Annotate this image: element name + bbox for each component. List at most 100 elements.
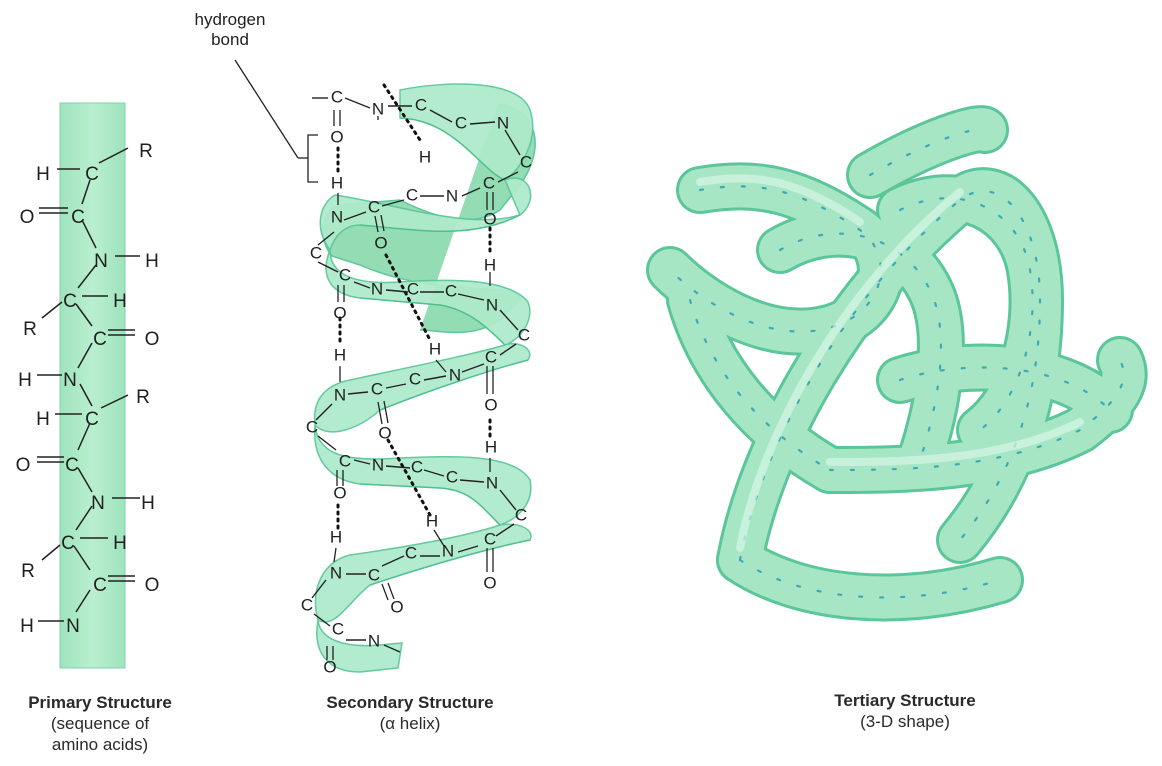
helix-atom: C	[411, 457, 423, 476]
helix-atom: C	[310, 243, 322, 262]
helix-atom: N	[497, 113, 509, 132]
helix-atom: C	[485, 347, 497, 366]
helix-atom: C	[415, 95, 427, 114]
helix-atom: N	[486, 473, 498, 492]
hydrogen-bond-label-line1: hydrogen	[195, 10, 266, 29]
primary-atom: C	[93, 329, 107, 350]
primary-atom: R	[139, 141, 153, 162]
helix-atom: N	[371, 279, 383, 298]
primary-atom: N	[63, 370, 77, 391]
helix-atom: H	[426, 511, 438, 530]
helix-atom: C	[339, 451, 351, 470]
helix-atom: C	[455, 113, 467, 132]
primary-atom: N	[66, 616, 80, 637]
helix-atom: C	[301, 595, 313, 614]
hydrogen-bond-label-line2: bond	[211, 30, 249, 49]
helix-atom: O	[323, 657, 336, 676]
helix-atom: O	[483, 209, 496, 228]
primary-atom: H	[20, 616, 34, 637]
primary-caption-title: Primary Structure	[0, 692, 200, 713]
helix-atom: N	[446, 186, 458, 205]
helix-atom: N	[330, 563, 342, 582]
primary-atom: O	[20, 207, 35, 228]
helix-atom: H	[485, 437, 497, 456]
helix-atom: C	[409, 369, 421, 388]
helix-atom: N	[486, 295, 498, 314]
helix-atom: C	[445, 281, 457, 300]
primary-atom: H	[36, 164, 50, 185]
tertiary-caption-title: Tertiary Structure	[790, 690, 1020, 711]
helix-atom: C	[483, 173, 495, 192]
helix-atom: C	[520, 152, 532, 171]
helix-atom: H	[334, 345, 346, 364]
helix-atom: C	[406, 185, 418, 204]
helix-atom: O	[330, 127, 343, 146]
helix-atom: C	[446, 467, 458, 486]
helix-atom: O	[378, 423, 391, 442]
helix-atom: C	[339, 265, 351, 284]
primary-atom: C	[65, 455, 79, 476]
helix-atom: N	[368, 631, 380, 650]
helix-atom: N	[372, 455, 384, 474]
helix-atom: C	[331, 87, 343, 106]
helix-atom: O	[483, 573, 496, 592]
primary-atom: O	[16, 455, 31, 476]
primary-atom: C	[71, 207, 85, 228]
helix-atom: N	[449, 365, 461, 384]
primary-caption-sub2: amino acids)	[52, 735, 148, 754]
primary-atom: H	[145, 251, 159, 272]
helix-atom: O	[333, 483, 346, 502]
primary-atom: R	[21, 561, 35, 582]
helix-atom: N	[334, 385, 346, 404]
secondary-caption-title: Secondary Structure	[290, 692, 530, 713]
primary-atom: H	[141, 493, 155, 514]
primary-atom: H	[18, 370, 32, 391]
hydrogen-bond-label: hydrogen bond	[175, 10, 285, 50]
helix-atom: C	[518, 325, 530, 344]
helix-atom: H	[419, 147, 431, 166]
primary-atom: H	[113, 533, 127, 554]
helix-atom: C	[332, 619, 344, 638]
primary-atom: C	[85, 409, 99, 430]
tertiary-ribbon	[670, 129, 1124, 597]
helix-atom: N	[372, 99, 384, 118]
secondary-caption: Secondary Structure (α helix)	[290, 692, 530, 734]
tertiary-structure-panel	[670, 129, 1124, 597]
primary-atom: C	[85, 164, 99, 185]
primary-caption-sub1: (sequence of	[51, 714, 149, 733]
helix-atom: N	[331, 207, 343, 226]
primary-atom: N	[94, 251, 108, 272]
helix-atom: C	[515, 505, 527, 524]
helix-atom: O	[390, 597, 403, 616]
helix-atom: O	[484, 395, 497, 414]
helix-atom: C	[368, 197, 380, 216]
helix-atom: O	[333, 303, 346, 322]
primary-atom: R	[23, 319, 37, 340]
helix-atom: N	[442, 541, 454, 560]
hydrogen-bond-pointer	[235, 60, 318, 182]
helix-atom: H	[429, 339, 441, 358]
helix-atom: H	[330, 527, 342, 546]
helix-atom: C	[306, 417, 318, 436]
helix-atom: C	[405, 543, 417, 562]
helix-atom: C	[371, 379, 383, 398]
primary-atom: N	[91, 493, 105, 514]
primary-atom: C	[63, 291, 77, 312]
primary-atom: R	[136, 387, 150, 408]
tertiary-caption: Tertiary Structure (3-D shape)	[790, 690, 1020, 732]
tertiary-caption-sub: (3-D shape)	[860, 712, 950, 731]
helix-atom: H	[484, 255, 496, 274]
helix-atom: C	[368, 565, 380, 584]
primary-atom: O	[145, 575, 160, 596]
helix-atom: O	[374, 233, 387, 252]
primary-atom: C	[93, 575, 107, 596]
secondary-structure-panel: CNCCNOHCHCNCCONOCHCNCCNOCHHCNCCNOOCHCNCC…	[235, 60, 535, 676]
helix-atom: C	[407, 279, 419, 298]
helix-atom: C	[484, 529, 496, 548]
secondary-caption-sub: (α helix)	[380, 714, 441, 733]
primary-atom: H	[36, 409, 50, 430]
helix-atom: H	[331, 173, 343, 192]
primary-atom: O	[145, 329, 160, 350]
